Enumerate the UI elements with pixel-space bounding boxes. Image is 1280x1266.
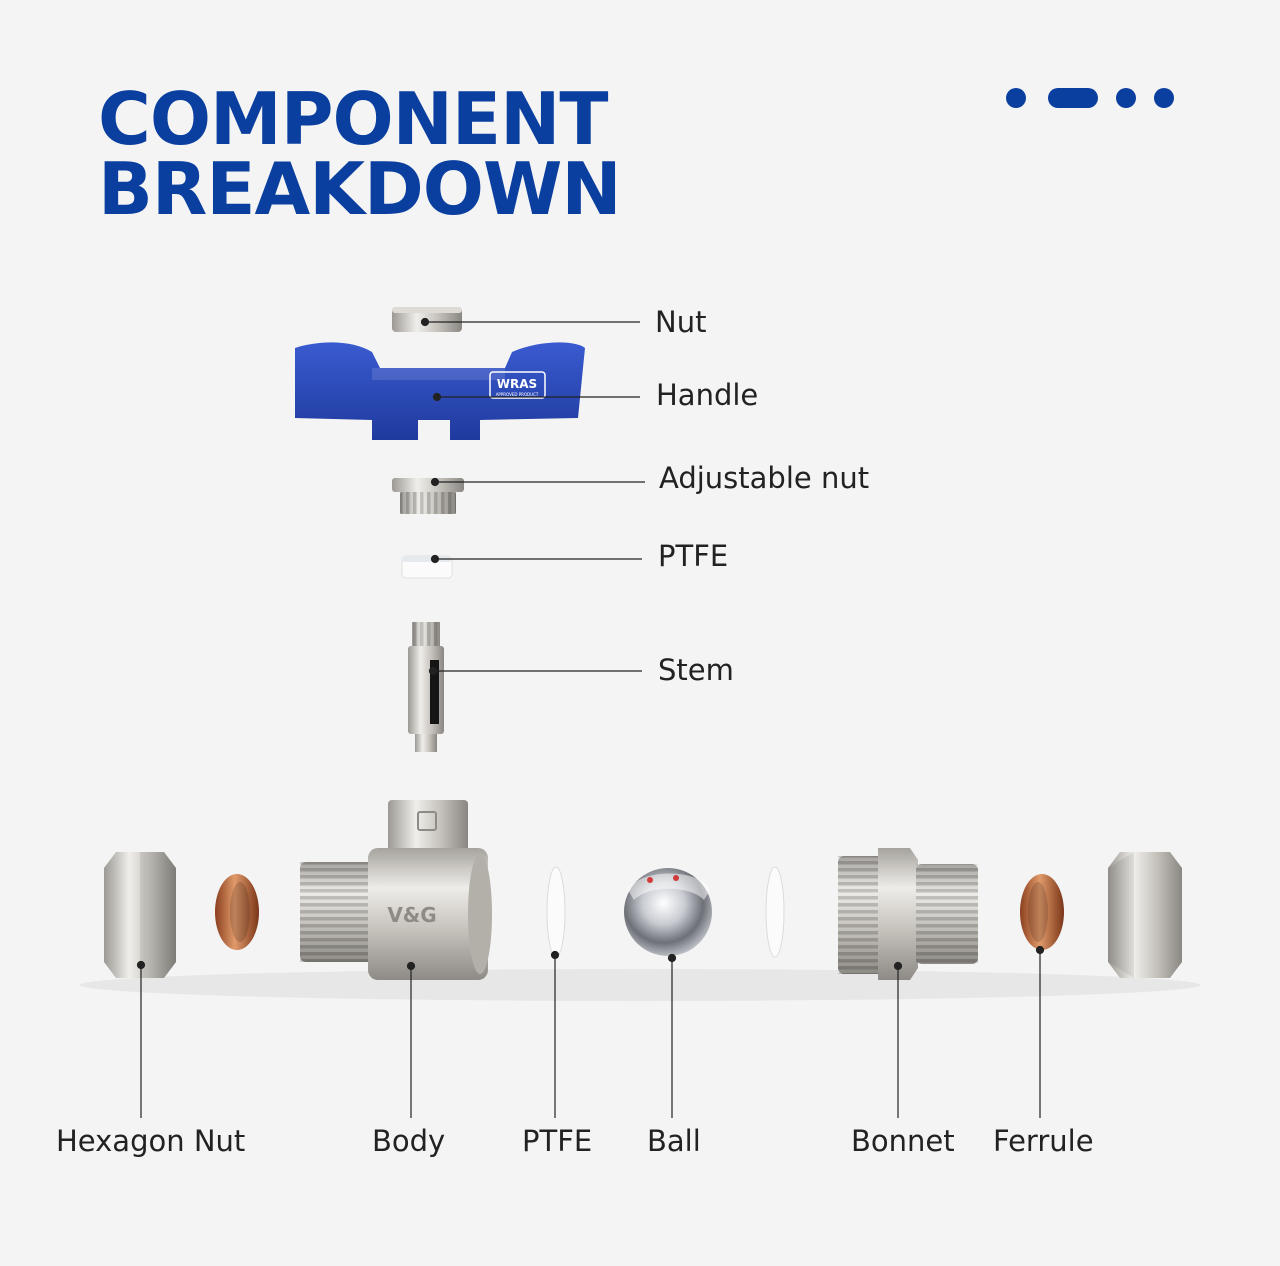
adjustable-nut-part <box>392 478 464 514</box>
label-ferrule: Ferrule <box>993 1124 1094 1158</box>
wras-badge-brand: WRAS <box>497 377 537 391</box>
label-ptfe-top: PTFE <box>658 539 729 573</box>
leader-body <box>406 961 416 1118</box>
label-nut: Nut <box>655 305 707 339</box>
ptfe-top-part <box>401 555 453 579</box>
leader-hexagon-nut <box>136 960 146 1118</box>
ball-part <box>624 868 712 956</box>
leader-adjustable-nut <box>430 477 645 487</box>
handle-part: WRAS APPROVED PRODUCT <box>295 342 585 440</box>
label-bonnet: Bonnet <box>851 1124 955 1158</box>
wras-badge: WRAS APPROVED PRODUCT <box>489 371 546 399</box>
label-stem: Stem <box>658 653 734 687</box>
ferrule-left-part <box>215 874 259 950</box>
hexagon-nut-left-part <box>104 852 176 978</box>
pagination-dot-3[interactable] <box>1116 88 1136 108</box>
label-adjustable-nut: Adjustable nut <box>659 461 870 495</box>
stem-part <box>408 622 444 752</box>
label-ball: Ball <box>647 1124 701 1158</box>
leader-lines <box>136 317 1045 1118</box>
leader-handle <box>432 392 640 402</box>
title-line-2: BREAKDOWN <box>98 147 622 231</box>
page-title: COMPONENT BREAKDOWN <box>98 77 622 231</box>
ptfe-seat-part <box>546 866 566 958</box>
pagination-dot-1[interactable] <box>1006 88 1026 108</box>
label-ptfe-bottom: PTFE <box>522 1124 593 1158</box>
leader-ferrule <box>1035 945 1045 1118</box>
leader-ptfe-bottom <box>550 950 560 1118</box>
title-line-1: COMPONENT <box>98 77 608 161</box>
bonnet-part <box>838 848 978 980</box>
pagination-dot-2-active[interactable] <box>1048 88 1098 108</box>
leader-nut <box>420 317 640 327</box>
leader-stem <box>428 666 642 676</box>
wras-badge-subtitle: APPROVED PRODUCT <box>496 392 539 397</box>
leader-ptfe-top <box>430 554 642 564</box>
hexagon-nut-right-part <box>1108 852 1182 978</box>
body-marking: V&G <box>387 903 436 927</box>
label-hexagon-nut: Hexagon Nut <box>56 1124 246 1158</box>
body-part: V&G <box>300 800 492 980</box>
floor-shadow <box>80 969 1200 1001</box>
label-handle: Handle <box>656 378 759 412</box>
pagination-dot-4[interactable] <box>1154 88 1174 108</box>
leader-bonnet <box>893 961 903 1118</box>
label-body: Body <box>372 1124 446 1158</box>
leader-ball <box>667 953 677 1118</box>
ferrule-right-part <box>1020 874 1064 950</box>
ptfe-seat-right-part <box>765 866 785 958</box>
